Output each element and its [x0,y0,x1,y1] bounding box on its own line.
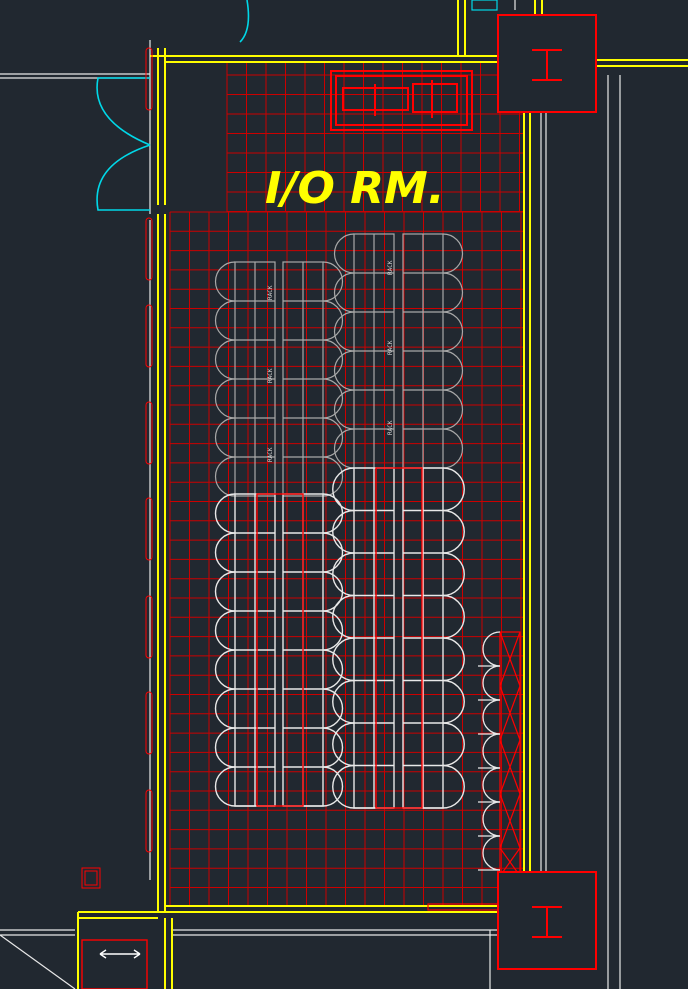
door-swing [442,272,464,313]
door-swing [322,417,344,458]
door-swing [333,233,355,274]
door-swing [333,311,355,352]
door-swing [214,300,236,341]
column-i-beam-icon[interactable] [497,14,597,113]
door-swing [214,339,236,380]
column-i-beam-icon[interactable] [497,871,597,970]
rack-tag: RACK [267,447,274,462]
door-swing [322,300,344,341]
door-swing [214,493,236,534]
door-swing [482,631,501,667]
door-swing [442,722,465,767]
door-swing [482,767,501,803]
wall-pilaster [145,789,153,853]
door-swing [214,766,236,807]
door-swing [322,339,344,380]
door-swing [214,571,236,612]
door-swing [214,456,236,497]
floor-equipment-icon[interactable] [471,0,498,11]
door-swing [482,801,501,837]
door-swing [442,389,464,430]
door-swing [442,552,465,597]
door-swing [214,727,236,768]
door-swing [214,417,236,458]
door-swing [442,679,465,724]
door-swing [322,261,344,302]
door-swing [214,532,236,573]
wall-pilaster [145,595,153,659]
door-swing [442,509,465,554]
door-swing [442,311,464,352]
wall-pilaster [145,304,153,368]
door-swing [332,679,355,724]
room-walls [77,0,688,989]
door-swing [322,688,344,729]
wall-pilaster [145,691,153,755]
door-swing [214,378,236,419]
rack-tag: RACK [387,260,394,275]
door-swing [333,350,355,391]
floor-equipment-icon[interactable] [81,867,101,889]
door-swing [482,733,501,769]
room-label: I/O RM. [265,163,445,214]
door-swing [332,467,355,512]
rack-tag: RACK [267,368,274,383]
door-swing [332,764,355,809]
door-swing [214,610,236,651]
rack-row-right[interactable] [478,631,501,871]
door-swing [322,766,344,807]
door-swing [333,428,355,469]
door-swing [442,594,465,639]
door-swing [333,389,355,430]
entry-doors[interactable] [96,0,250,211]
wall-pilaster [145,217,153,281]
door-swing [442,637,465,682]
door-swing [333,272,355,313]
exterior-lines [0,40,151,989]
rack-tag: RACK [267,285,274,300]
door-swing [332,722,355,767]
door-swing [482,665,501,701]
wall-pilaster [145,47,153,111]
rack-frames [256,467,423,809]
door-swing [442,350,464,391]
door-swing [442,764,465,809]
rack-tag: RACK [387,420,394,435]
door-swing [322,727,344,768]
floor-equipment-icon[interactable] [427,903,499,911]
door-swing [322,610,344,651]
door-swing [214,688,236,729]
door-swing [322,649,344,690]
wall-pilaster [145,497,153,561]
door-swing [442,467,465,512]
door-swing [322,532,344,573]
door-swing [482,699,501,735]
rack-tags: RACK RACK RACK RACK RACK RACK [267,260,394,462]
wall-pilasters [145,47,153,853]
door-swing [332,637,355,682]
double-arrow-icon[interactable] [81,939,148,989]
door-swing [442,428,464,469]
floor-equipment-icon[interactable] [330,70,473,131]
door-swing [214,261,236,302]
door-swing [332,594,355,639]
door-swing [322,456,344,497]
door-swing [442,233,464,274]
door-swing [332,509,355,554]
door-swing [332,552,355,597]
rack-tag: RACK [387,340,394,355]
door-swing [322,378,344,419]
door-swing [482,835,501,871]
wall-pilaster [145,401,153,465]
door-swing [214,649,236,690]
